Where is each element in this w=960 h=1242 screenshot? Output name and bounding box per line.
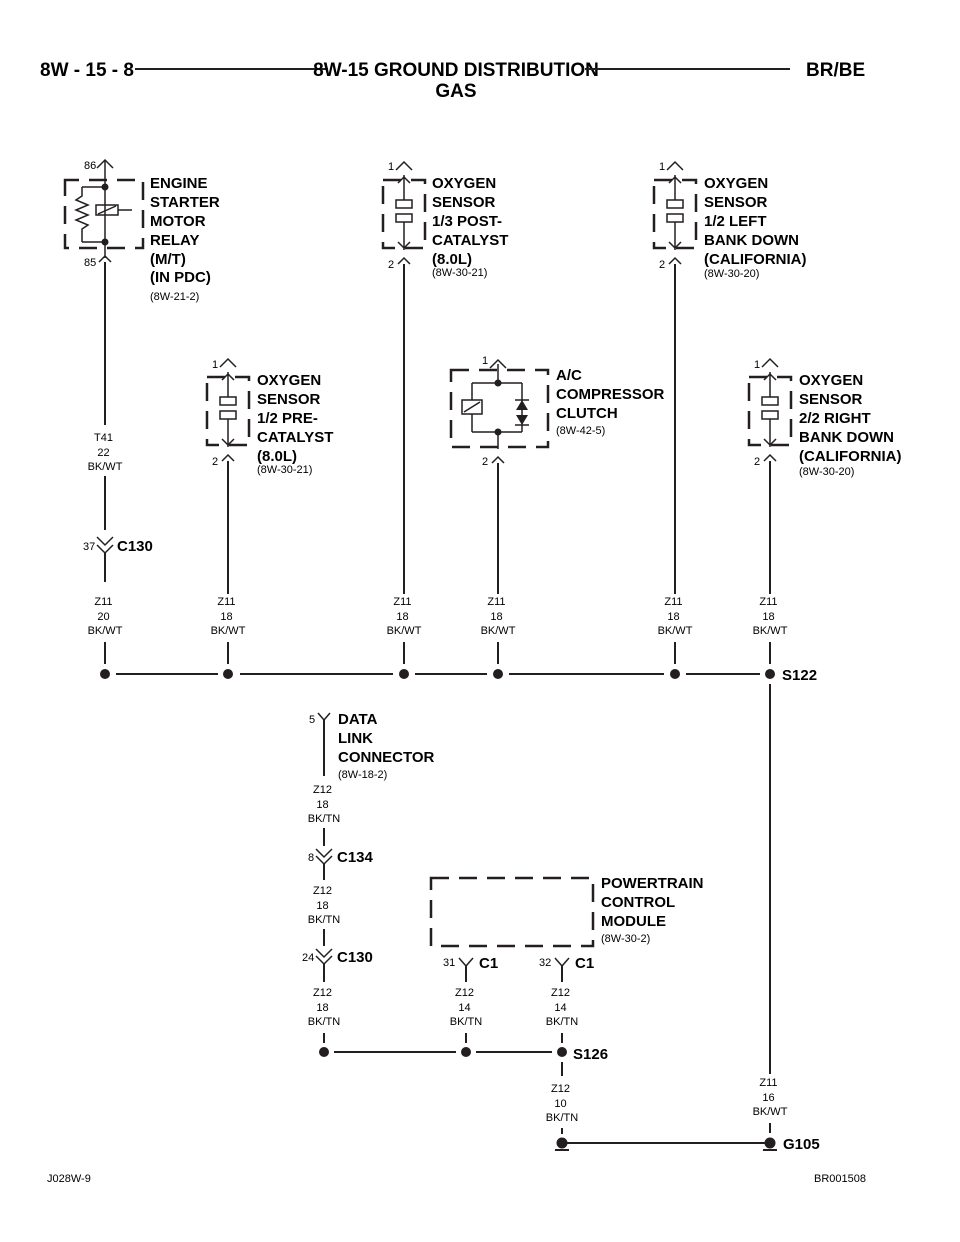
page-header: 8W - 15 - 8 8W-15 GROUND DISTRIBUTION GA… [40, 60, 865, 102]
wire-label-z11-d: Z11 18 BK/WT [481, 596, 516, 637]
wire-label-z11-g105: Z11 16 BK/WT [753, 1077, 788, 1118]
o2-13-pin-2: 2 [388, 259, 394, 271]
splice-dot [670, 669, 680, 679]
splice-dot [223, 669, 233, 679]
wire-label-z12-pcm31: Z12 14 BK/TN [450, 987, 482, 1028]
o2-12l-title: OXYGEN SENSOR 1/2 LEFT BANK DOWN (CALIFO… [704, 175, 806, 268]
model-code: BR/BE [806, 60, 865, 81]
splice-dot [319, 1047, 329, 1057]
o2-12l-pin-2: 2 [659, 259, 665, 271]
wire-label-z11-a: Z11 20 BK/WT [88, 596, 123, 637]
o2-22r-ref: (8W-30-20) [799, 466, 854, 478]
pcm-pin-31: 31 [443, 957, 455, 969]
powertrain-control-module: 31 C1 32 C1 POWERTRAIN CONTROL MODULE (8… [429, 875, 708, 1043]
ac-clutch-ref: (8W-42-5) [556, 425, 605, 437]
splice-dot [493, 669, 503, 679]
c134-name: C134 [337, 849, 374, 866]
ac-pin-2: 2 [482, 456, 488, 468]
o2-22r-title: OXYGEN SENSOR 2/2 RIGHT BANK DOWN (CALIF… [799, 372, 901, 465]
o2-sensor-1-2-pre: 1 2 OXYGEN SENSOR 1/2 PRE- CATALYST (8.0… [205, 357, 338, 476]
wire-label-z12-dlc: Z12 18 BK/TN [308, 784, 340, 825]
wire-label-z12-s126: Z12 10 BK/TN [546, 1083, 578, 1124]
splice-s126-bus: S126 Z12 10 BK/TN [319, 1046, 608, 1134]
splice-dot [461, 1047, 471, 1057]
ground-g105-label: G105 [783, 1136, 820, 1153]
c134-pin: 8 [308, 852, 314, 864]
splice-dot [557, 1047, 567, 1057]
ac-pin-1: 1 [482, 355, 488, 367]
o2-13-pin-1: 1 [388, 161, 394, 173]
splice-dot [765, 669, 775, 679]
dlc-title: DATA LINK CONNECTOR [338, 711, 435, 766]
o2-12p-ref: (8W-30-21) [257, 464, 312, 476]
ac-clutch-title: A/C COMPRESSOR CLUTCH [556, 367, 669, 422]
relay-pin-85: 85 [84, 257, 96, 269]
page-subtitle: GAS [435, 81, 476, 102]
footer-right-code: BR001508 [814, 1173, 866, 1185]
o2-12l-pin-1: 1 [659, 161, 665, 173]
o2-sensor-1-3: 1 2 OXYGEN SENSOR 1/3 POST- CATALYST (8.… [381, 160, 513, 279]
splice-s122-bus: S122 Z11 16 BK/WT [100, 667, 817, 1133]
c130-bottom-name: C130 [337, 949, 373, 966]
dlc-ref: (8W-18-2) [338, 769, 387, 781]
pcm-ref: (8W-30-2) [601, 933, 650, 945]
o2-22r-pin-1: 1 [754, 359, 760, 371]
o2-sensor-2-2-right: 1 2 OXYGEN SENSOR 2/2 RIGHT BANK DOWN (C… [747, 357, 901, 478]
wire-label-z11-c: Z11 18 BK/WT [387, 596, 422, 637]
c130-top-name: C130 [117, 538, 153, 555]
o2-13-title: OXYGEN SENSOR 1/3 POST- CATALYST (8.0L) [432, 175, 513, 268]
pcm-conn-left: C1 [479, 955, 498, 972]
splice-s126-label: S126 [573, 1046, 608, 1063]
wire-label-t41: T41 22 BK/WT [88, 432, 123, 473]
starter-relay: 86 85 ENGINE STARTER MOTOR RELAY (M/T) (… [63, 158, 224, 303]
wire-label-z12-c130: Z12 18 BK/TN [308, 987, 340, 1028]
o2-13-ref: (8W-30-21) [432, 267, 487, 279]
page-number: 8W - 15 - 8 [40, 60, 134, 81]
pcm-conn-right: C1 [575, 955, 594, 972]
wire-label-z12-c134: Z12 18 BK/TN [308, 885, 340, 926]
splice-dot [399, 669, 409, 679]
ground-g105: G105 [555, 1136, 820, 1153]
starter-relay-ref: (8W-21-2) [150, 291, 199, 303]
wire-label-z11-e: Z11 18 BK/WT [658, 596, 693, 637]
ground-dot [764, 1137, 776, 1149]
ac-compressor-clutch: 1 2 A/C COMPRESSOR CLUTCH (8W-42-5) [449, 355, 669, 468]
relay-pin-86: 86 [84, 160, 96, 172]
wire-label-z12-pcm32: Z12 14 BK/TN [546, 987, 578, 1028]
o2-12p-title: OXYGEN SENSOR 1/2 PRE- CATALYST (8.0L) [257, 372, 338, 465]
wire-label-z11-b: Z11 18 BK/WT [211, 596, 246, 637]
ground-dot [556, 1137, 568, 1149]
o2-12l-ref: (8W-30-20) [704, 268, 759, 280]
pcm-title: POWERTRAIN CONTROL MODULE [601, 875, 708, 930]
footer-left-code: J028W-9 [47, 1173, 91, 1185]
wire-label-z11-f: Z11 18 BK/WT [753, 596, 788, 637]
pcm-pin-32: 32 [539, 957, 551, 969]
c130-bottom-pin: 24 [302, 952, 314, 964]
c130-top-pin: 37 [83, 541, 95, 553]
dlc-pin: 5 [309, 714, 315, 726]
upper-wires: T41 22 BK/WT 37 C130 Z11 20 BK/WT Z11 18… [83, 262, 788, 664]
splice-s122-label: S122 [782, 667, 817, 684]
splice-dot [100, 669, 110, 679]
data-link-connector: 5 DATA LINK CONNECTOR (8W-18-2) Z12 18 B… [302, 711, 435, 1043]
o2-12p-pin-2: 2 [212, 456, 218, 468]
page-footer: J028W-9 BR001508 [47, 1173, 866, 1185]
o2-12p-pin-1: 1 [212, 359, 218, 371]
o2-22r-pin-2: 2 [754, 456, 760, 468]
starter-relay-title: ENGINE STARTER MOTOR RELAY (M/T) (IN PDC… [150, 175, 224, 286]
o2-sensor-1-2-left: 1 2 OXYGEN SENSOR 1/2 LEFT BANK DOWN (CA… [652, 160, 806, 280]
page-title: 8W-15 GROUND DISTRIBUTION [313, 60, 599, 81]
